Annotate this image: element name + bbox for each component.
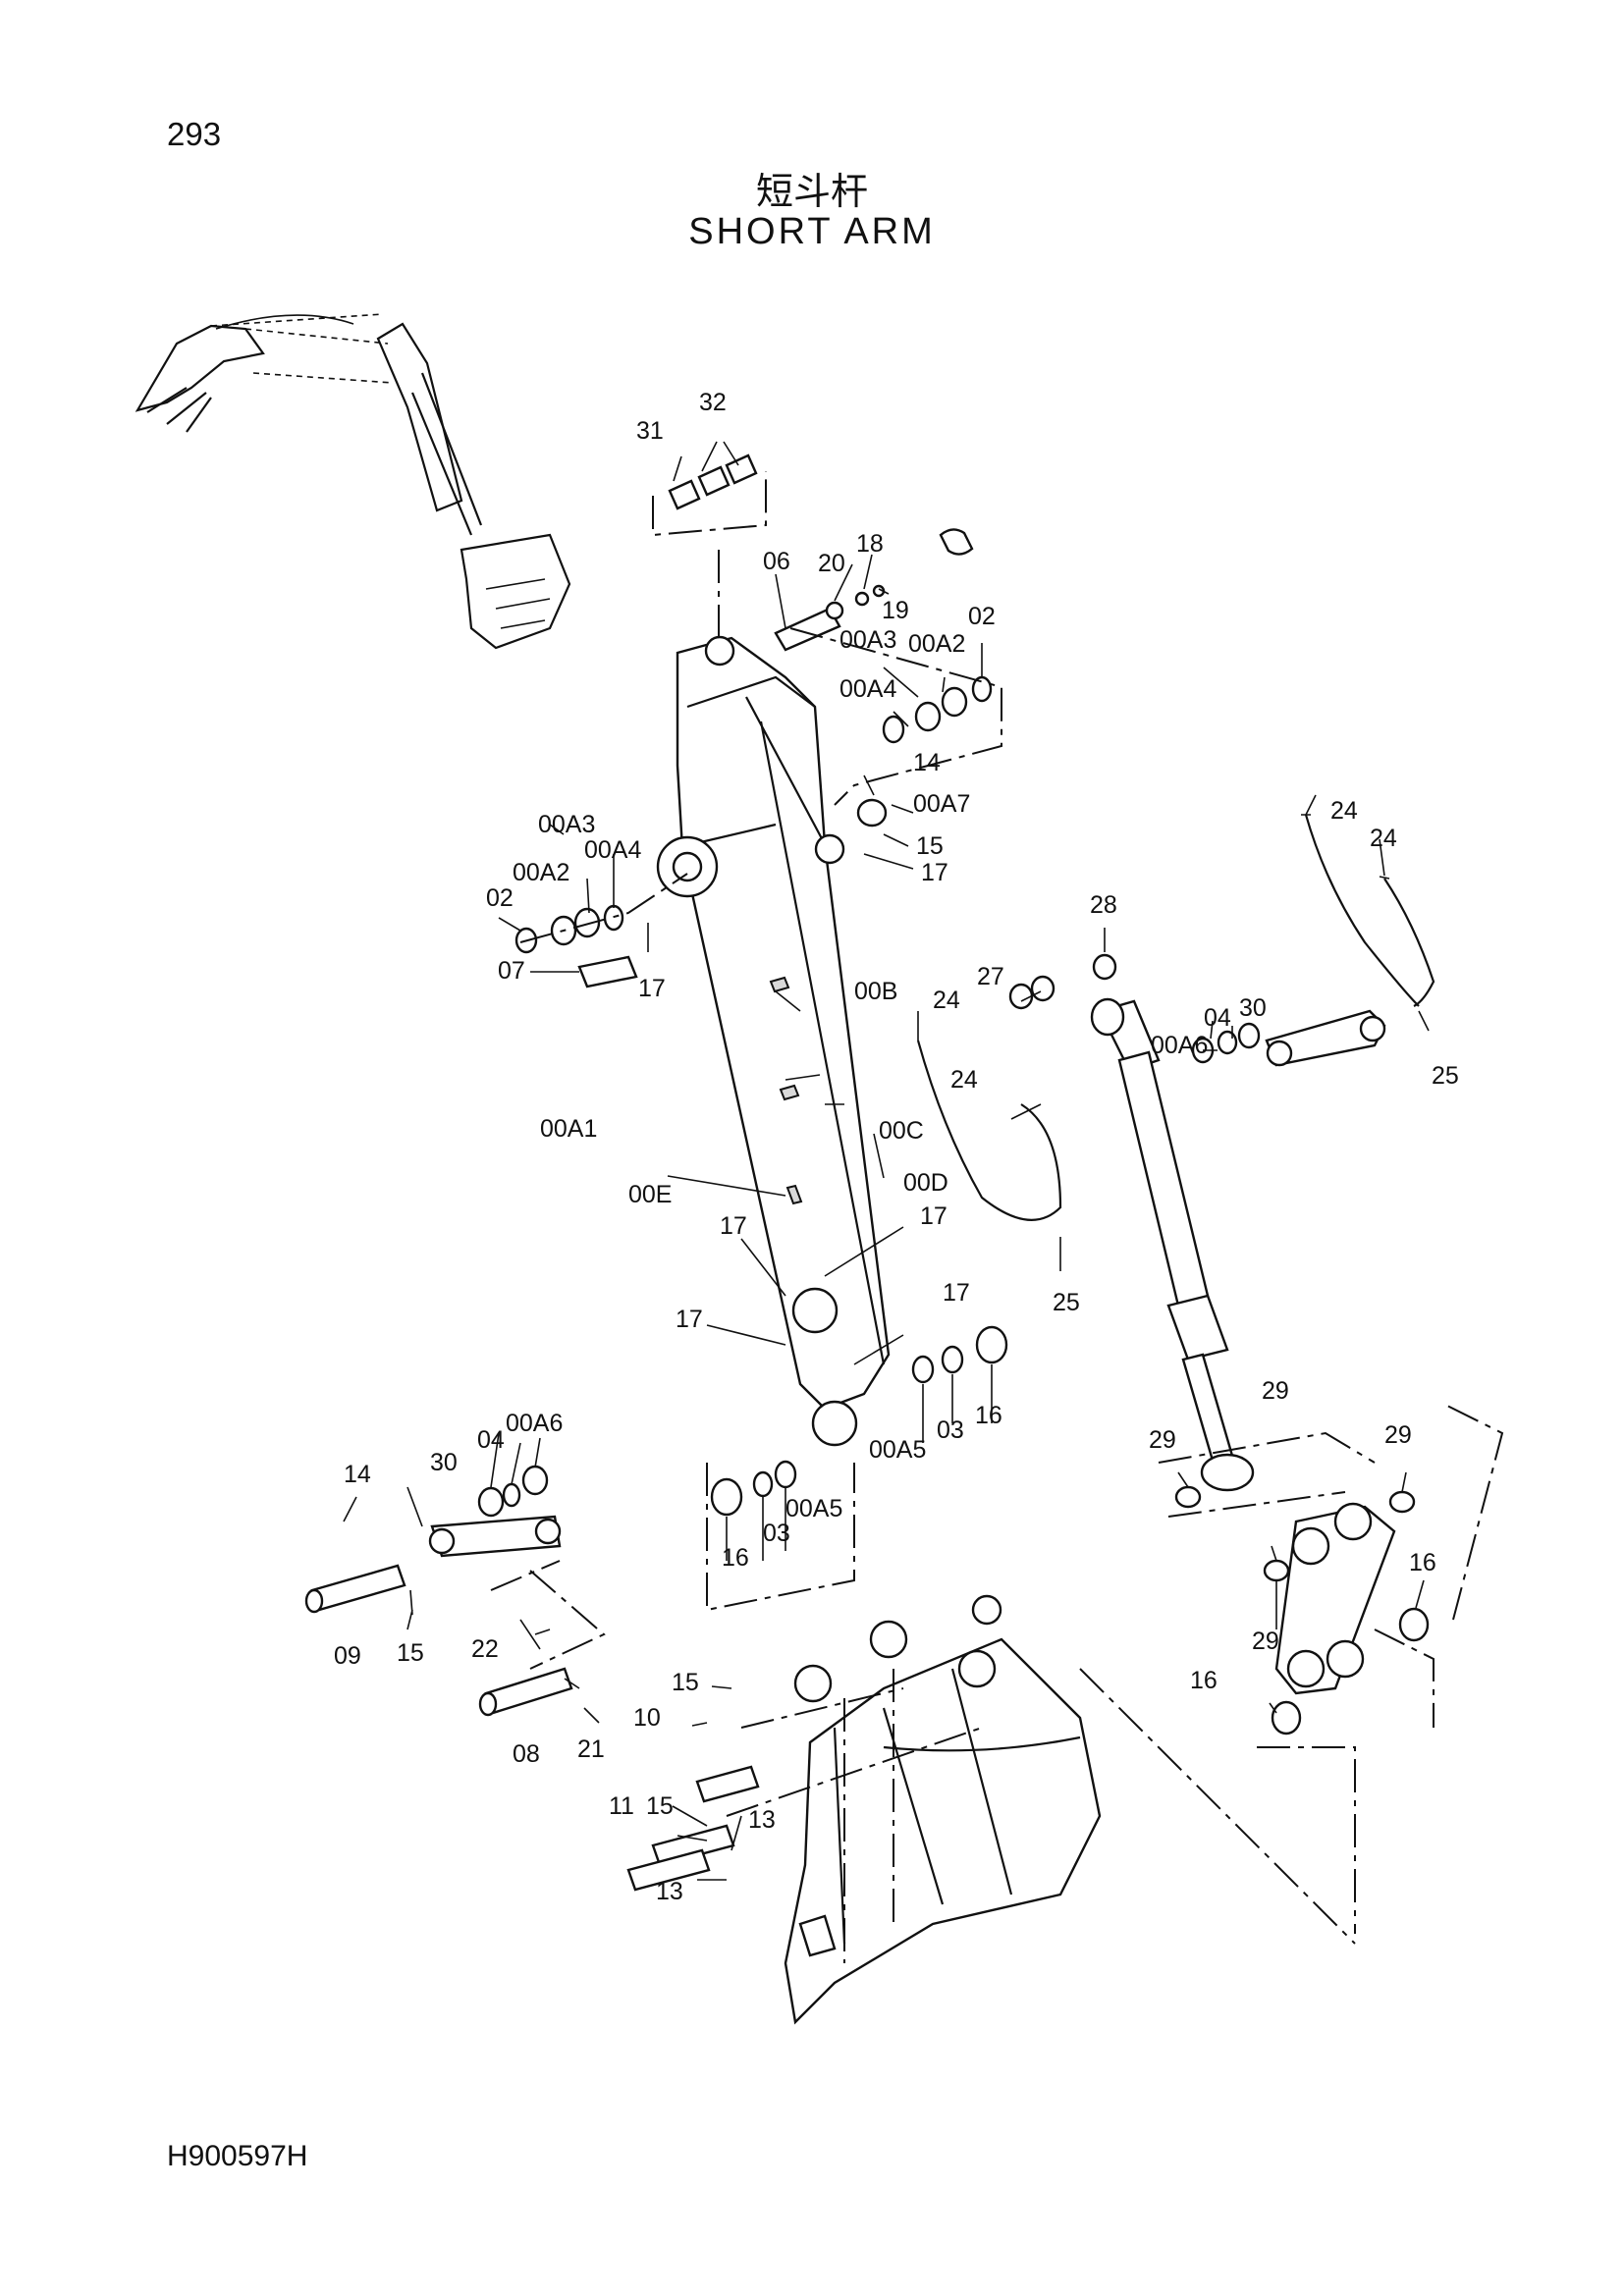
callout-00A2-right: 00A2 (908, 630, 965, 658)
callout-00A5-right: 00A5 (869, 1436, 926, 1464)
callout-labels: 31 32 06 20 18 19 00A3 00A2 02 00A4 14 0… (334, 389, 1459, 1905)
callout-16-bottom-left: 16 (1190, 1667, 1218, 1694)
callout-00A2-left: 00A2 (513, 859, 569, 886)
callout-02-left: 02 (486, 884, 514, 912)
callout-00A5-mid: 00A5 (785, 1495, 842, 1522)
callout-03-mid: 03 (763, 1520, 790, 1547)
title-english: SHORT ARM (688, 211, 936, 252)
callout-06: 06 (763, 548, 790, 575)
callout-22: 22 (471, 1635, 499, 1663)
callout-29-d: 29 (1252, 1628, 1279, 1655)
callout-00E: 00E (628, 1181, 672, 1208)
bucket-link (1158, 1403, 1504, 1934)
callout-28: 28 (1090, 891, 1117, 919)
excavator-overview-illustration (135, 313, 571, 650)
callout-25-right: 25 (1432, 1062, 1459, 1090)
callout-30-left: 30 (430, 1449, 458, 1476)
callout-04-right: 04 (1204, 1004, 1231, 1032)
callout-16-mid: 16 (722, 1544, 749, 1572)
callout-15-c: 15 (646, 1792, 674, 1820)
bucket-cylinder (1008, 953, 1261, 1492)
document-code: H900597H (167, 2140, 308, 2172)
callout-00A4-right: 00A4 (839, 675, 896, 703)
callout-00C: 00C (879, 1117, 924, 1145)
callout-00D: 00D (903, 1169, 948, 1197)
callout-00A3-left: 00A3 (538, 811, 595, 838)
page-number: 293 (167, 116, 222, 152)
callout-27: 27 (977, 963, 1004, 990)
callout-11: 11 (609, 1792, 634, 1820)
callout-29-a: 29 (1149, 1426, 1176, 1454)
callout-24-mid: 24 (933, 987, 960, 1014)
callout-15-left: 15 (397, 1639, 424, 1667)
callout-17-top: 17 (921, 859, 948, 886)
upper-pin-hardware (514, 454, 1002, 988)
callout-17-b: 17 (920, 1202, 947, 1230)
callout-24-left: 24 (950, 1066, 978, 1094)
callout-14-left: 14 (344, 1461, 371, 1488)
callout-00A7: 00A7 (913, 790, 970, 818)
callout-13-a: 13 (748, 1806, 776, 1834)
callout-00A6-right: 00A6 (1151, 1032, 1208, 1059)
callout-18: 18 (856, 530, 884, 558)
callout-14-top: 14 (913, 749, 941, 776)
callout-02-right: 02 (968, 603, 996, 630)
callout-00A6-left: 00A6 (506, 1410, 563, 1437)
callout-00A4-left: 00A4 (584, 836, 641, 864)
callout-17-left: 17 (638, 975, 666, 1002)
callout-04-left: 04 (477, 1426, 505, 1454)
callout-24-right: 24 (1370, 825, 1397, 852)
callout-31: 31 (636, 417, 664, 445)
callout-32: 32 (699, 389, 727, 416)
callout-15-top: 15 (916, 832, 944, 860)
callout-03-right: 03 (937, 1416, 964, 1444)
callout-17-d: 17 (943, 1279, 970, 1307)
callout-07: 07 (498, 957, 525, 985)
arm-assembly (656, 635, 891, 1447)
callout-09: 09 (334, 1642, 361, 1670)
callout-30-right: 30 (1239, 994, 1267, 1022)
callout-00A3-right: 00A3 (839, 626, 896, 654)
callout-24-top: 24 (1330, 797, 1358, 825)
callout-15-b: 15 (672, 1669, 699, 1696)
callout-13-b: 13 (656, 1878, 683, 1905)
left-link-pins (304, 1465, 606, 1717)
callout-00A1: 00A1 (540, 1115, 597, 1143)
callout-21: 21 (577, 1735, 605, 1763)
callout-00B: 00B (854, 978, 897, 1005)
middle-seal-hardware (706, 1325, 1008, 1612)
callout-10: 10 (633, 1704, 661, 1732)
bucket (626, 1594, 1356, 2025)
callout-16-right: 16 (975, 1402, 1002, 1429)
callout-19: 19 (882, 597, 909, 624)
callout-17-c: 17 (676, 1306, 703, 1333)
callout-25-mid: 25 (1053, 1289, 1080, 1316)
callout-20: 20 (818, 550, 845, 577)
callout-08: 08 (513, 1740, 540, 1768)
link-arm-right (1265, 1009, 1386, 1067)
leader-lines (343, 441, 1430, 1881)
callout-29-b: 29 (1262, 1377, 1289, 1405)
title-chinese: 短斗杆 (755, 170, 868, 213)
callout-16-bottom-right: 16 (1409, 1549, 1436, 1576)
callout-29-c: 29 (1384, 1421, 1412, 1449)
callout-17-a: 17 (720, 1212, 747, 1240)
